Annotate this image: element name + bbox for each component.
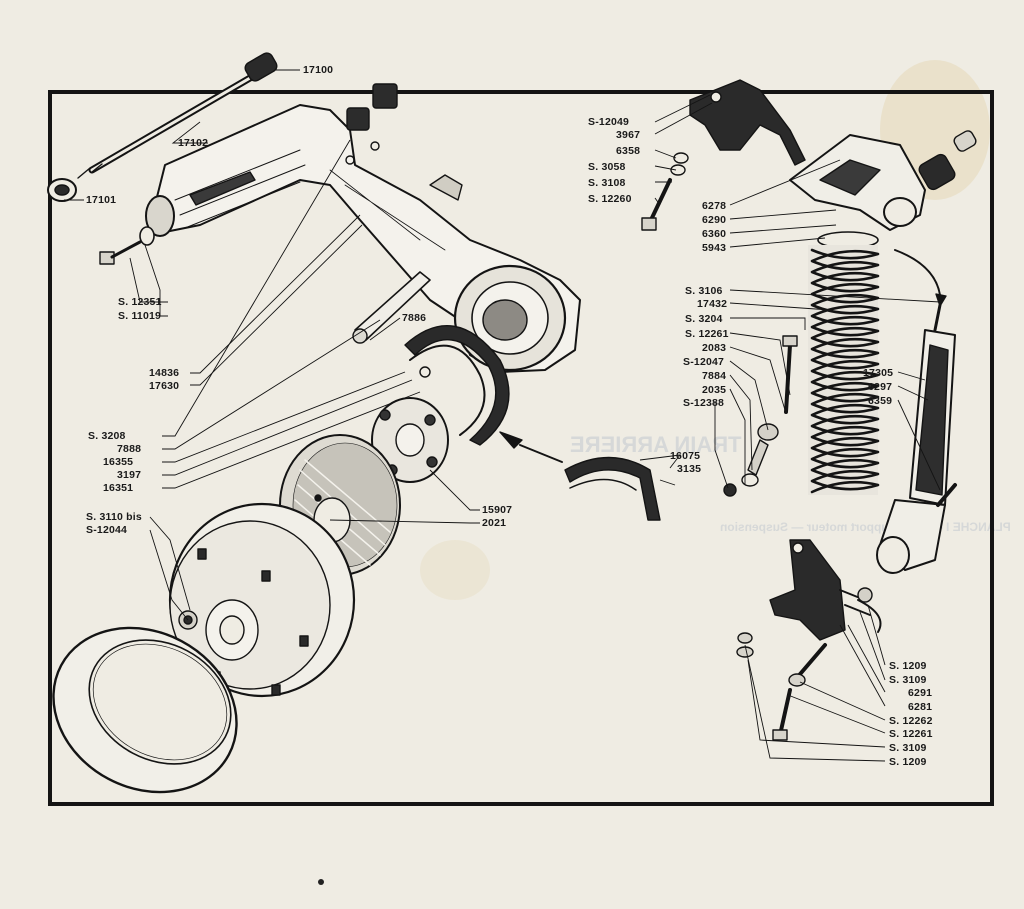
part-label-S3106: S. 3106 bbox=[685, 285, 723, 297]
part-label-6297: 6297 bbox=[868, 381, 893, 393]
paper-stain bbox=[420, 540, 490, 600]
part-label-16075: 16075 bbox=[670, 450, 701, 462]
part-label-17101: 17101 bbox=[86, 194, 117, 206]
lower-bracket bbox=[769, 539, 873, 641]
bolt-S12261-lower bbox=[772, 688, 792, 741]
bolt-S12351 bbox=[99, 226, 155, 265]
nut-S1209 bbox=[736, 632, 754, 658]
tie-rod-17102 bbox=[47, 52, 278, 202]
part-label-7888: 7888 bbox=[117, 443, 142, 455]
part-label-S12261a: S. 12261 bbox=[685, 328, 729, 340]
part-label-S12044: S-12044 bbox=[86, 524, 128, 536]
part-label-7884: 7884 bbox=[702, 370, 727, 382]
swing-arm-housing bbox=[145, 104, 581, 373]
part-label-16355: 16355 bbox=[103, 456, 134, 468]
part-label-3967: 3967 bbox=[616, 129, 641, 141]
part-label-17432: 17432 bbox=[697, 298, 728, 310]
part-label-S3109a: S. 3109 bbox=[889, 674, 927, 686]
part-label-17100: 17100 bbox=[303, 64, 334, 76]
part-label-6281: 6281 bbox=[908, 701, 933, 713]
pin-14836 bbox=[352, 271, 431, 344]
part-label-6358: 6358 bbox=[616, 145, 641, 157]
wheel-rim bbox=[168, 502, 356, 698]
hub-15907 bbox=[371, 397, 449, 483]
shock-absorber-17305 bbox=[876, 303, 957, 574]
part-label-S3208: S. 3208 bbox=[88, 430, 126, 442]
part-label-S12262: S. 12262 bbox=[889, 715, 933, 727]
part-label-7886: 7886 bbox=[402, 312, 427, 324]
part-label-14836: 14836 bbox=[149, 367, 180, 379]
coil-spring-17432 bbox=[808, 231, 880, 495]
part-label-2083: 2083 bbox=[702, 342, 727, 354]
brake-shoe-upper bbox=[404, 325, 510, 446]
part-label-17102: 17102 bbox=[178, 137, 209, 149]
part-label-2021: 2021 bbox=[482, 517, 507, 529]
part-label-3135: 3135 bbox=[677, 463, 702, 475]
part-label-S12351: S. 12351 bbox=[118, 296, 162, 308]
part-label-17630: 17630 bbox=[149, 380, 180, 392]
diagram-frame bbox=[48, 90, 994, 806]
part-label-S3110bis: S. 3110 bis bbox=[86, 511, 142, 523]
part-label-6290: 6290 bbox=[702, 214, 727, 226]
part-label-5943: 5943 bbox=[702, 242, 727, 254]
part-label-3197: 3197 bbox=[117, 469, 142, 481]
part-label-S12047: S-12047 bbox=[683, 356, 725, 368]
part-label-S1209a: S. 1209 bbox=[889, 660, 927, 672]
part-label-6359: 6359 bbox=[868, 395, 893, 407]
part-label-S3108: S. 3108 bbox=[588, 177, 626, 189]
part-label-S11019: S. 11019 bbox=[118, 310, 162, 322]
part-label-S12260: S. 12260 bbox=[588, 193, 632, 205]
part-label-S3204: S. 3204 bbox=[685, 313, 723, 325]
brake-shoe-lower-16075 bbox=[499, 431, 661, 521]
bracket-S12049 bbox=[689, 79, 806, 166]
part-label-S12261b: S. 12261 bbox=[889, 728, 933, 740]
upper-mount-6278 bbox=[789, 130, 977, 231]
page-dot bbox=[318, 879, 324, 885]
bolt-S12262 bbox=[788, 643, 827, 687]
part-label-2035: 2035 bbox=[702, 384, 727, 396]
bolt-2083 bbox=[782, 335, 798, 414]
part-label-17305: 17305 bbox=[863, 367, 894, 379]
part-label-S12388: S-12388 bbox=[683, 397, 725, 409]
part-label-6291: 6291 bbox=[908, 687, 933, 699]
tyre-ring bbox=[52, 626, 238, 794]
part-label-15907: 15907 bbox=[482, 504, 513, 516]
part-label-S1209b: S. 1209 bbox=[889, 756, 927, 768]
part-label-S3058: S. 3058 bbox=[588, 161, 626, 173]
part-label-6360: 6360 bbox=[702, 228, 727, 240]
part-label-6278: 6278 bbox=[702, 200, 727, 212]
bolt-S12260 bbox=[641, 152, 689, 231]
nut-top bbox=[346, 83, 398, 131]
part-label-16351: 16351 bbox=[103, 482, 134, 494]
part-label-S3109b: S. 3109 bbox=[889, 742, 927, 754]
part-label-S12049: S-12049 bbox=[588, 116, 630, 128]
